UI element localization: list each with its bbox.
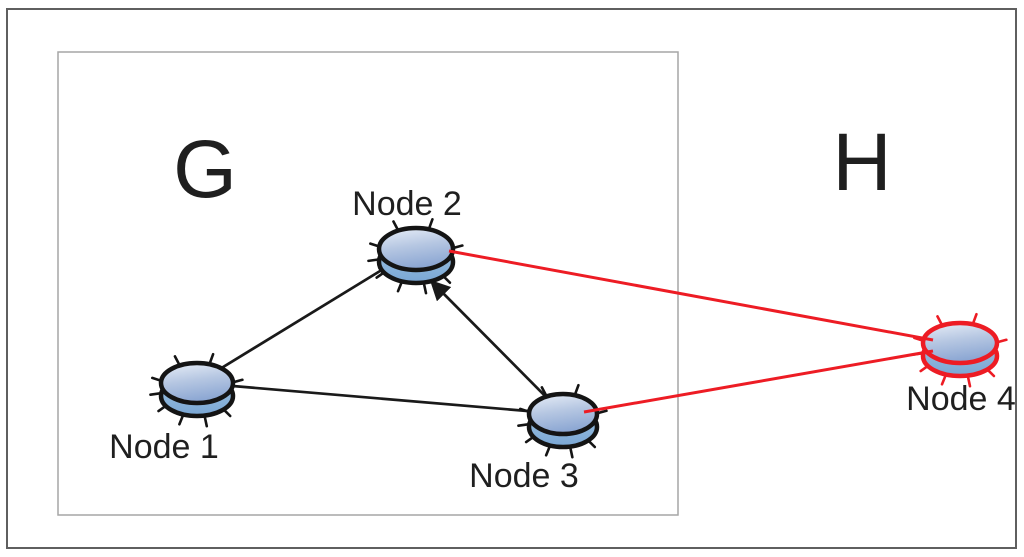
edge-node3-node4: [583, 349, 934, 414]
node2-label: Node 2: [352, 185, 462, 223]
red-edges-layer: [448, 249, 934, 414]
node3: [517, 383, 608, 459]
node2-tick: [422, 283, 428, 295]
node4-label: Node 4: [906, 380, 1016, 418]
node3-tick: [569, 447, 574, 459]
graph-g-box: [57, 51, 679, 516]
node4-tick: [940, 374, 947, 386]
nodes-layer: [149, 218, 1008, 459]
node3-top: [526, 391, 600, 437]
node4-top: [920, 320, 1000, 366]
node4-tick: [972, 312, 978, 325]
node4-tick: [966, 376, 972, 388]
node2-tick: [392, 220, 399, 231]
node3-tick: [544, 445, 551, 457]
node2: [367, 218, 464, 295]
node1: [149, 352, 244, 428]
node1-tick: [178, 414, 185, 426]
black-edges-layer: [196, 247, 564, 416]
node1-tick: [149, 392, 161, 397]
region-h-label: H: [832, 117, 891, 208]
outer-border: [6, 8, 1017, 549]
edge-node2-node4: [448, 249, 934, 342]
node4: [911, 312, 1008, 388]
node4-tick: [936, 315, 943, 326]
node3-label: Node 3: [469, 457, 579, 495]
node2-tick: [428, 218, 434, 230]
node1-tick: [203, 416, 209, 428]
node2-tick: [367, 258, 379, 263]
region-g-label: G: [173, 124, 237, 215]
node2-top: [376, 225, 456, 273]
node3-tick: [574, 383, 580, 396]
edge-node1-node3: [196, 381, 564, 416]
edge-node3-node2: [429, 279, 564, 415]
node3-tick: [540, 386, 548, 397]
node3-tick: [596, 409, 608, 415]
node1-tick: [173, 355, 181, 366]
node1-tick: [208, 352, 215, 365]
node2-tick: [396, 281, 403, 293]
node3-tick: [517, 423, 529, 428]
edge-node1-node2: [196, 247, 417, 385]
node1-label: Node 1: [109, 428, 219, 466]
node1-top: [158, 360, 236, 406]
